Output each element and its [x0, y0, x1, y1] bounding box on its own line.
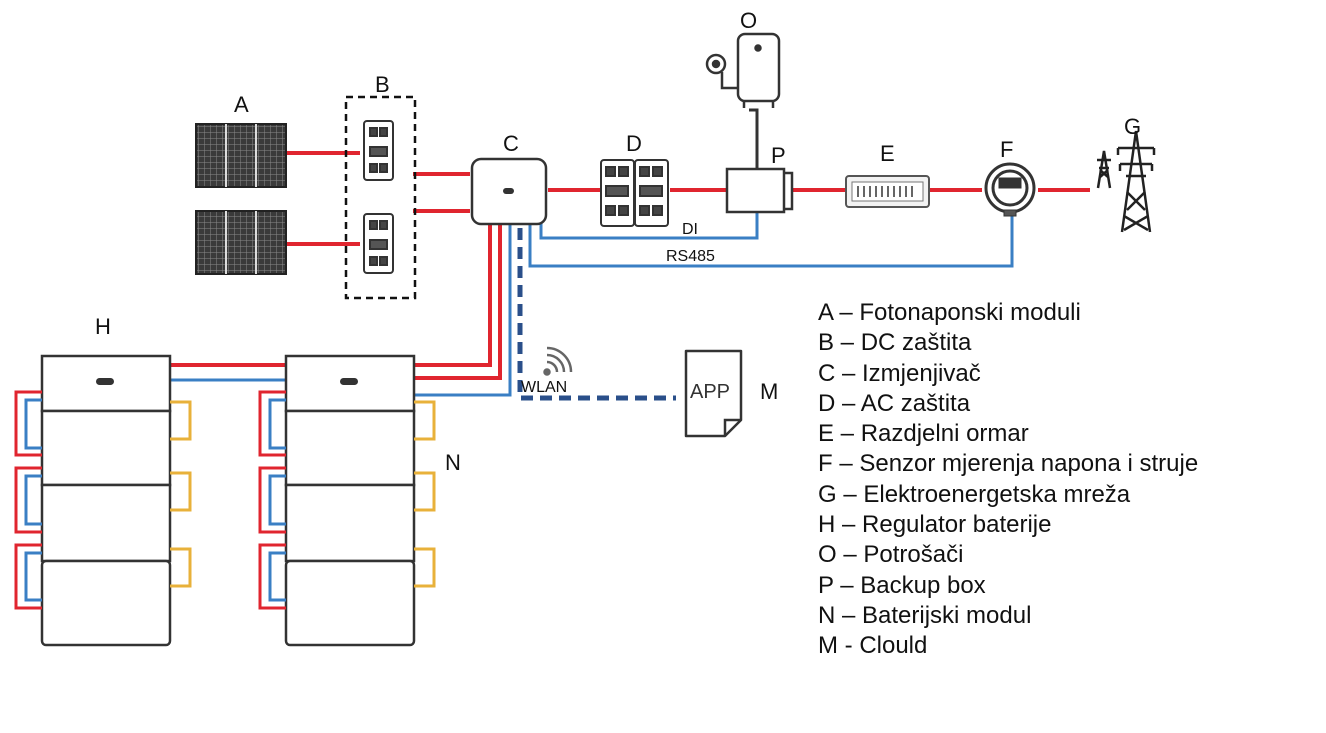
label-c: C [503, 131, 519, 156]
label-o: O [740, 8, 757, 33]
pylon-icon [1096, 130, 1156, 233]
app-icon [684, 349, 743, 438]
label-rs485: RS485 [666, 248, 715, 265]
battery-icon [40, 483, 172, 563]
battery-cables-right [258, 390, 436, 610]
legend-item-o: O – Potrošači [818, 541, 964, 569]
distribution-box-icon [845, 175, 930, 208]
legend-item-g: G – Elektroenergetska mreža [818, 480, 1131, 508]
backup-box-icon [725, 167, 794, 214]
breaker-icon [363, 120, 394, 181]
battery-icon [40, 409, 172, 487]
app-label: APP [690, 381, 730, 403]
label-p: P [771, 143, 786, 168]
dc-protection-enclosure [344, 95, 417, 300]
label-wlan: WLAN [521, 379, 567, 396]
battery-stack-left [40, 354, 172, 647]
battery-cables-left [14, 390, 192, 610]
legend-item-e: E – Razdjelni ormar [818, 420, 1029, 448]
legend-item-c: C – Izmjenjivač [818, 359, 981, 387]
solar-panel-icon [195, 210, 287, 275]
label-b: B [375, 72, 390, 97]
label-d: D [626, 131, 642, 156]
label-e: E [880, 141, 895, 166]
wlan-link [517, 228, 676, 401]
solar-panel-icon [195, 123, 287, 188]
legend-item-f: F – Senzor mjerenja napona i struje [818, 450, 1199, 478]
breaker-icon [363, 213, 394, 274]
battery-icon [284, 483, 416, 563]
meter-icon [984, 162, 1036, 217]
legend-item-b: B – DC zaštita [818, 329, 972, 357]
label-a: A [234, 92, 249, 117]
heater-feed-line [749, 108, 759, 168]
label-h: H [95, 314, 111, 339]
legend-item-p: P – Backup box [818, 571, 986, 599]
legend-item-a: A – Fotonaponski moduli [818, 299, 1081, 326]
legend: A – Fotonaponski moduli B – DC zaštita C… [818, 298, 1198, 662]
breaker-icon [600, 159, 669, 227]
battery-icon [284, 559, 416, 647]
label-m: M [760, 379, 778, 404]
water-heater-icon [705, 32, 781, 108]
legend-item-h: H – Regulator baterije [818, 511, 1052, 539]
legend-item-d: D – AC zaštita [818, 389, 971, 417]
inverter-icon [470, 157, 548, 226]
battery-icon [40, 559, 172, 647]
legend-item-m: M - Clould [818, 632, 928, 660]
label-n: N [445, 450, 461, 475]
pv-module-top [195, 123, 287, 188]
label-g: G [1124, 114, 1141, 139]
pv-module-bottom [195, 210, 287, 275]
battery-stack-right [284, 354, 416, 647]
wifi-icon [543, 346, 573, 376]
power-lines [170, 151, 1090, 380]
label-di: DI [682, 221, 698, 238]
battery-icon [284, 409, 416, 487]
legend-item-n: N – Baterijski modul [818, 601, 1032, 629]
label-f: F [1000, 137, 1013, 162]
comm-lines [170, 206, 1014, 397]
